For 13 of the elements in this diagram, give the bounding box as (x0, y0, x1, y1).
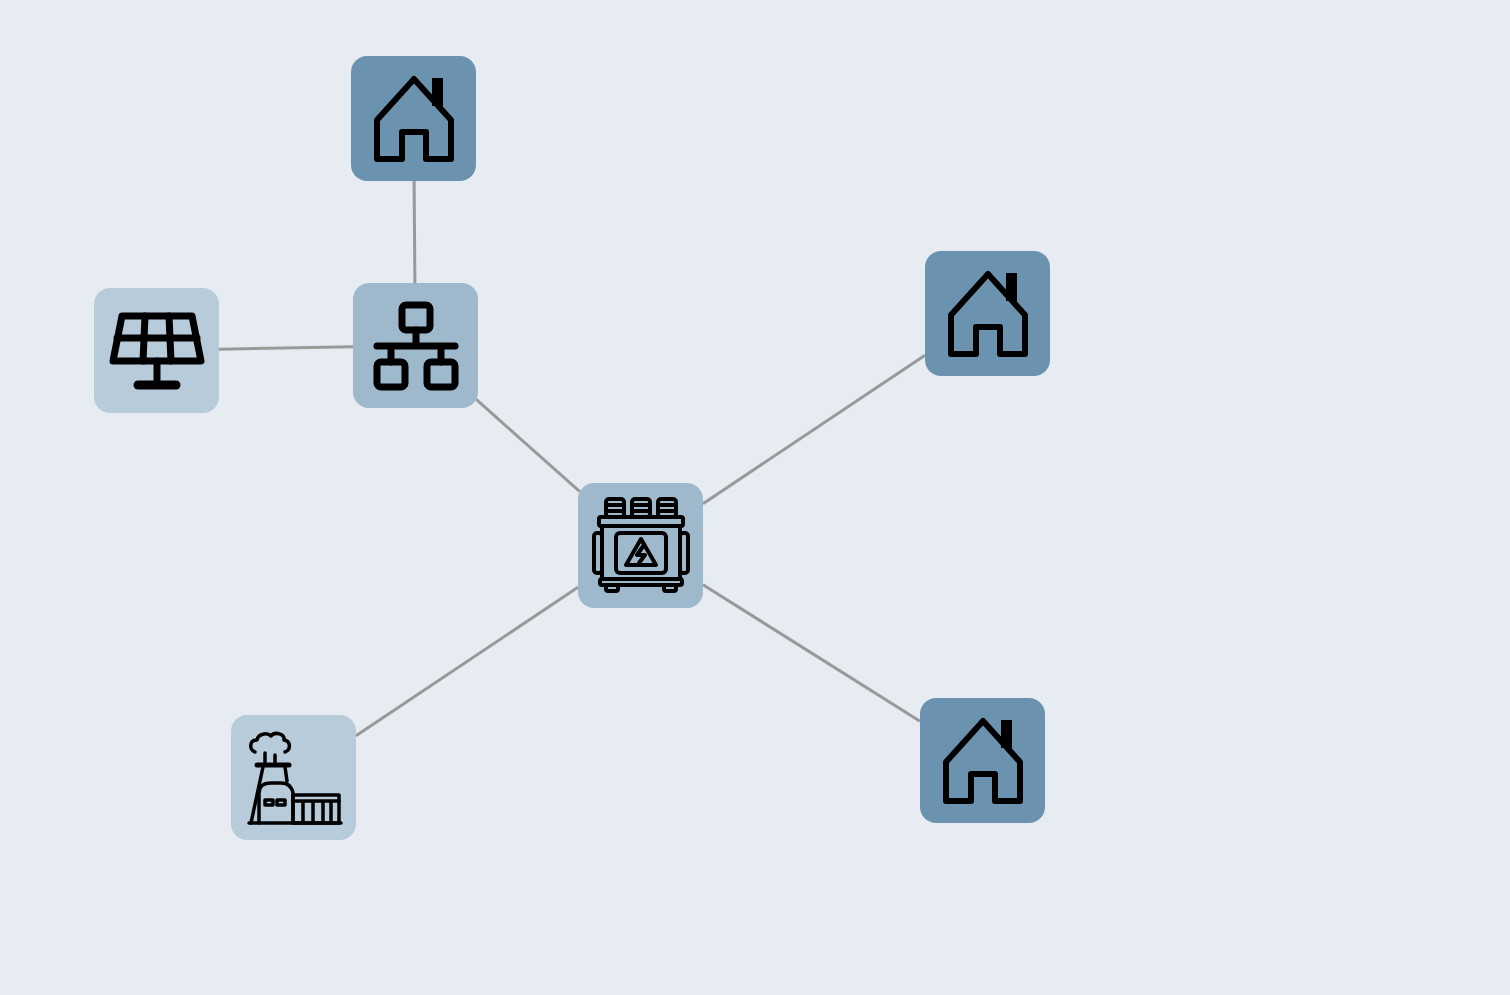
icon-tile (351, 56, 476, 181)
icon-tile (578, 483, 703, 608)
icon-tile (231, 715, 356, 840)
connector-line (702, 583, 921, 723)
connector-line (702, 354, 926, 505)
connector-line (412, 181, 417, 283)
icon-tile (94, 288, 219, 413)
icon-tile (920, 698, 1045, 823)
icon-tile (925, 251, 1050, 376)
icon-tile (353, 283, 478, 408)
connector-line (218, 345, 354, 351)
connector-line (355, 586, 579, 737)
connector-line (475, 398, 581, 493)
